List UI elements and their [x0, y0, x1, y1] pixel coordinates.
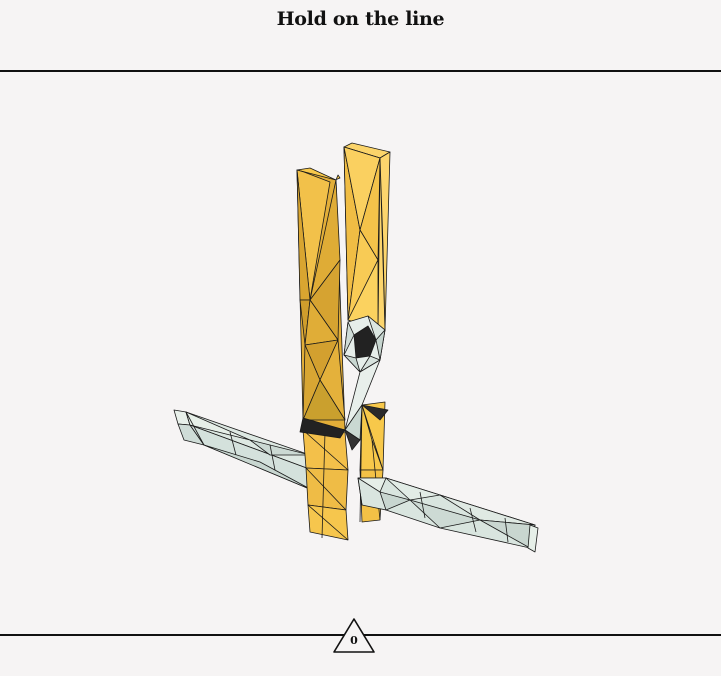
top-divider — [0, 70, 721, 72]
clothesline-front — [357, 477, 539, 553]
move-counter[interactable]: 0 — [332, 617, 376, 655]
move-counter-value: 0 — [350, 634, 358, 647]
clothesline-back — [173, 409, 313, 491]
puzzle-scene[interactable] — [0, 72, 721, 632]
triangle-icon — [333, 618, 375, 653]
page-title: Hold on the line — [276, 8, 445, 30]
spring — [299, 315, 389, 451]
